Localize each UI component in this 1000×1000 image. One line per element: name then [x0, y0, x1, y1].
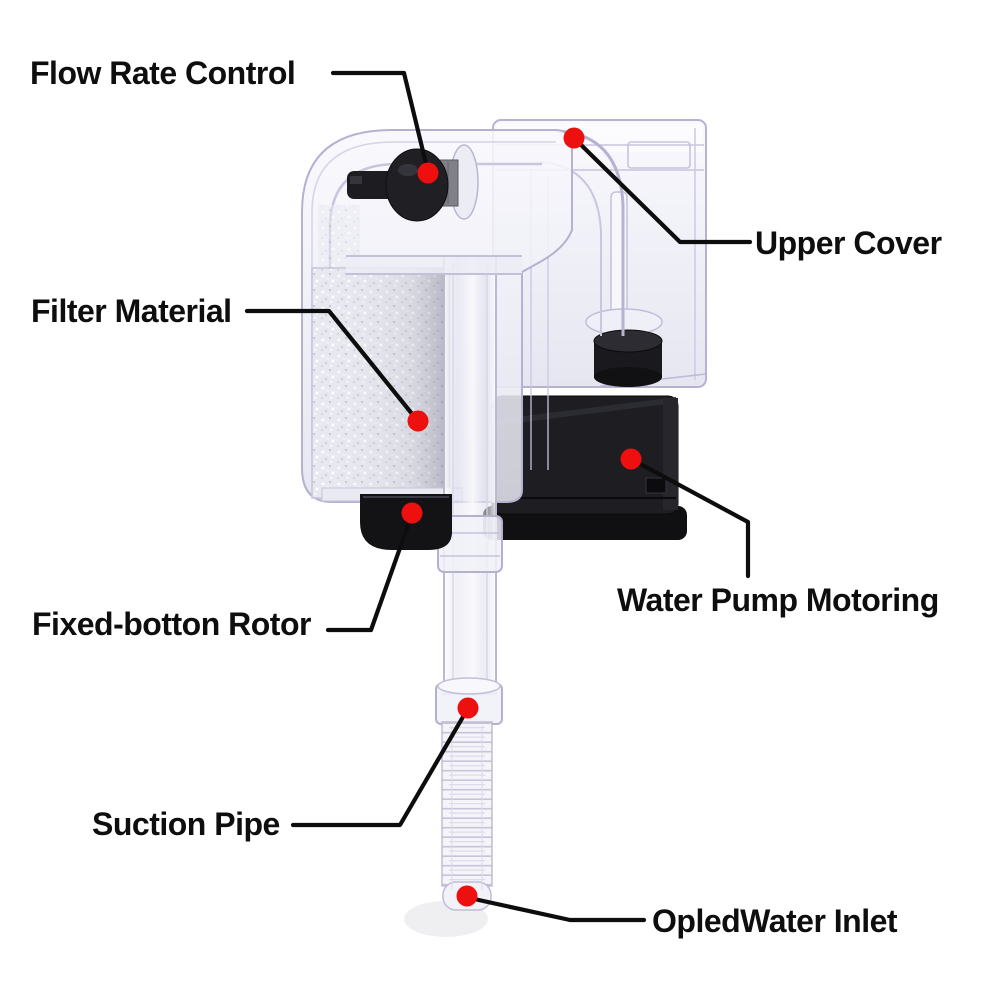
- housing-shelf: [346, 255, 522, 275]
- outlet-tube: [437, 255, 503, 695]
- label-flow-rate-control: Flow Rate Control: [30, 55, 296, 91]
- dot-fixed-botton-rotor: [401, 502, 423, 524]
- label-suction-pipe: Suction Pipe: [92, 806, 280, 842]
- flow-rate-knob: [347, 144, 479, 222]
- dot-opledwater-inlet: [456, 885, 478, 907]
- label-water-pump-motoring: Water Pump Motoring: [617, 582, 939, 618]
- leader-line-fixed-botton-rotor: [325, 511, 415, 633]
- dot-suction-pipe: [457, 697, 479, 719]
- label-filter-material: Filter Material: [31, 293, 232, 329]
- leader-line-filter-material: [244, 308, 420, 423]
- leader-line-upper-cover: [571, 135, 753, 245]
- label-upper-cover: Upper Cover: [755, 225, 942, 261]
- dot-water-pump-motoring: [620, 448, 642, 470]
- motor-box: [483, 395, 687, 540]
- leader-line-suction-pipe: [290, 707, 470, 828]
- dot-upper-cover: [563, 127, 585, 149]
- leader-line-water-pump-motoring: [628, 456, 751, 579]
- label-fixed-botton-rotor: Fixed-botton Rotor: [32, 606, 311, 642]
- leader-lines: [244, 70, 753, 923]
- leader-line-flow-rate-control: [330, 70, 431, 175]
- dot-filter-material: [407, 410, 429, 432]
- dot-flow-rate-control: [417, 162, 439, 184]
- annotation-dots: [401, 127, 642, 907]
- leader-line-opledwater-inlet: [462, 894, 647, 923]
- rotor-cover: [360, 494, 452, 550]
- label-opledwater-inlet: OpledWater Inlet: [652, 903, 898, 939]
